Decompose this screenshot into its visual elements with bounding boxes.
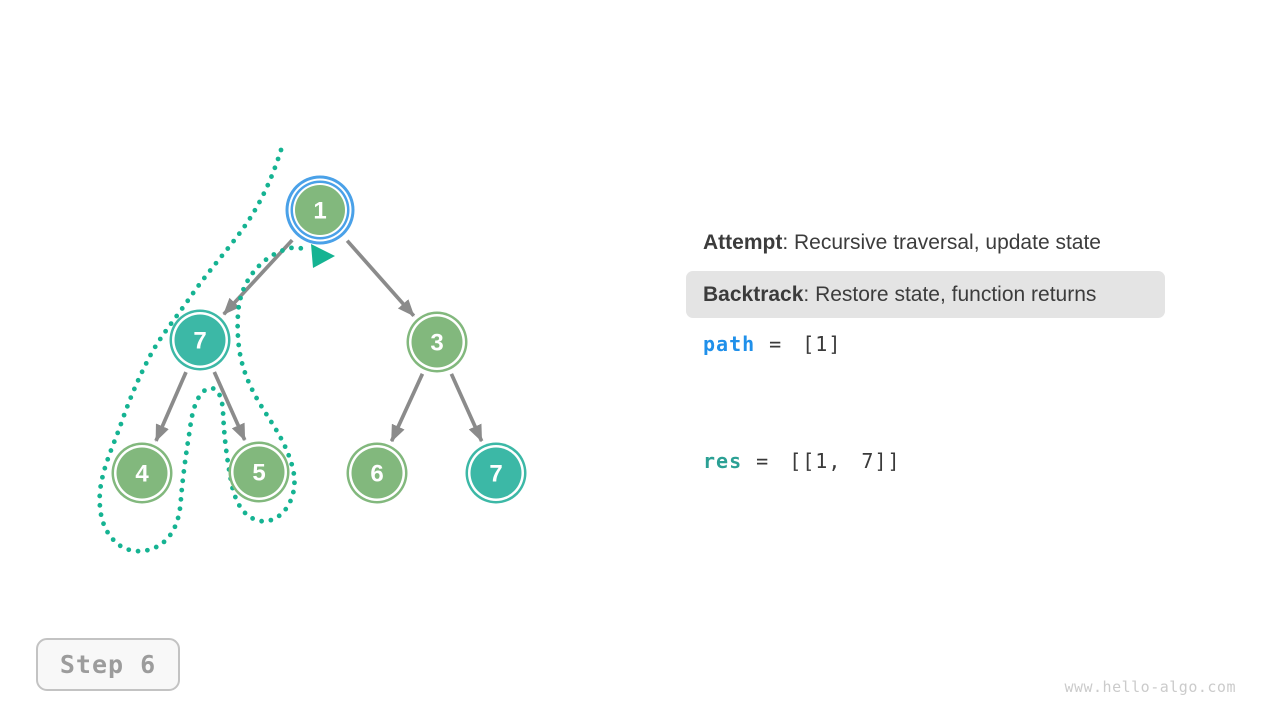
path-variable-value: = [1] [769,332,842,356]
tree-edge [389,373,425,443]
node-value: 7 [489,461,502,488]
tree-node-1: 1 [285,175,355,245]
node-value: 6 [370,461,383,488]
attempt-text: : Recursive traversal, update state [782,231,1101,254]
watermark-url: www.hello-algo.com [1064,678,1236,696]
tree-edge [154,371,188,442]
attempt-keyword: Attempt [703,231,783,254]
tree-node-4: 4 [111,442,173,504]
backtrack-keyword: Backtrack [703,283,804,306]
attempt-caption: Attempt: Recursive traversal, update sta… [703,230,1101,255]
path-variable-line: path = [1] [703,332,841,356]
tree-node-7: 7 [169,309,231,371]
path-variable-name: path [703,332,756,356]
tree-edge [222,238,294,316]
node-value: 1 [313,198,326,225]
step-badge: Step 6 [36,638,180,691]
node-value: 4 [135,461,149,488]
node-value: 3 [430,330,443,357]
tree-edge [345,239,416,318]
res-variable-value: = [[1, 7]] [756,449,901,473]
node-value: 5 [252,460,265,487]
backtrack-text: : Restore state, function returns [803,283,1097,306]
res-variable-line: res = [[1, 7]] [703,449,901,473]
res-variable-name: res [703,449,743,473]
tree-node-5: 5 [228,441,290,503]
tree-node-3: 3 [406,311,468,373]
tree-node-7: 7 [465,442,527,504]
tree-edge [212,371,247,441]
trace-arrowhead-icon [311,244,335,268]
tree-node-6: 6 [346,442,408,504]
node-value: 7 [193,328,206,355]
backtrack-caption: Backtrack: Restore state, function retur… [686,271,1165,318]
tree-edge [449,373,484,442]
